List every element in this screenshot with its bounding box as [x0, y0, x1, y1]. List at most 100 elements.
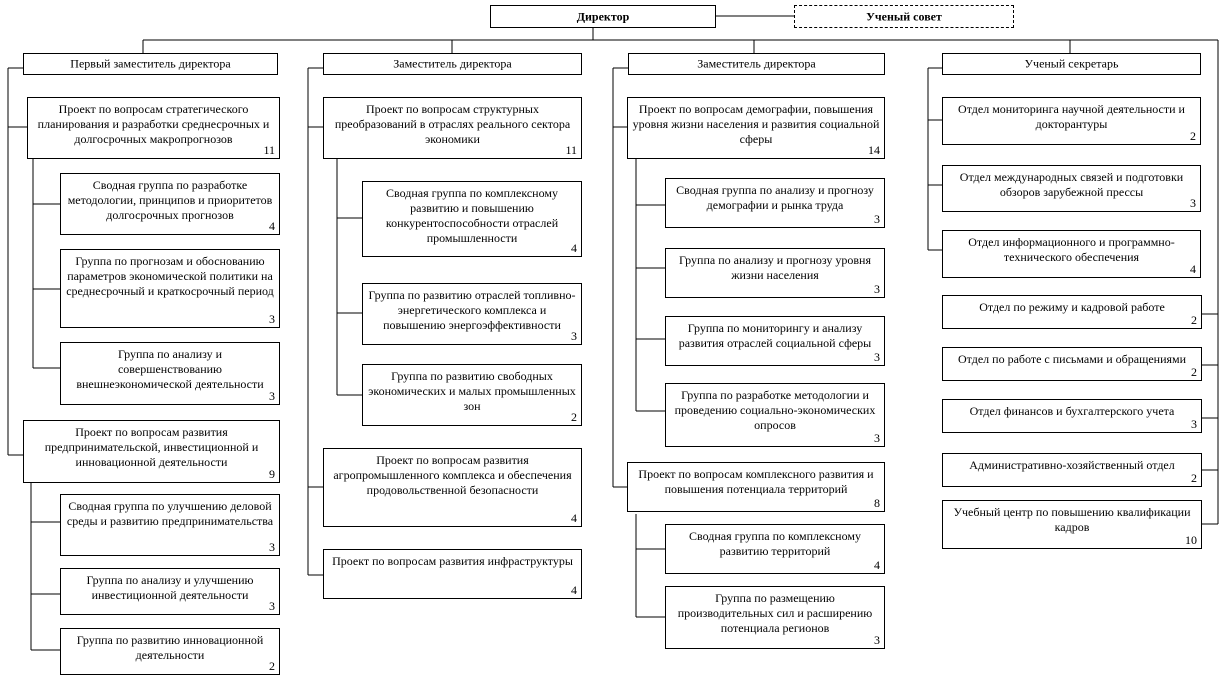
group-industry-competitiveness-box: Сводная группа по комплексному развитию …: [362, 181, 582, 257]
group-socio-economic-surveys-count: 3: [874, 431, 880, 445]
training-center-count: 10: [1185, 533, 1197, 547]
academic-council-box: Ученый совет: [794, 5, 1014, 28]
project-infrastructure-label: Проект по вопросам развития инфраструкту…: [332, 554, 573, 568]
scientific-secretary-box: Ученый секретарь: [942, 53, 1201, 75]
dept-finance-accounting-count: 3: [1191, 417, 1197, 431]
project-demography-box: Проект по вопросам демографии, повышения…: [627, 97, 885, 159]
director-label: Директор: [576, 9, 630, 23]
group-investment-activity-label: Группа по анализу и улучшению инвестицио…: [86, 573, 254, 602]
deputy-director-1-box: Заместитель директора: [323, 53, 582, 75]
dept-international-relations-count: 3: [1190, 196, 1196, 210]
group-business-environment-label: Сводная группа по улучшению деловой сред…: [66, 499, 274, 528]
project-strategic-planning-box: Проект по вопросам стратегического плани…: [27, 97, 280, 159]
group-innovation-activity-count: 2: [269, 659, 275, 673]
dept-regime-personnel-label: Отдел по режиму и кадровой работе: [979, 300, 1165, 314]
group-investment-activity-box: Группа по анализу и улучшению инвестицио…: [60, 568, 280, 615]
group-territorial-development-label: Сводная группа по комплексному развитию …: [689, 529, 861, 558]
project-structural-transformation-label: Проект по вопросам структурных преобразо…: [334, 102, 571, 146]
group-foreign-economic-activity-box: Группа по анализу и совершенствованию вн…: [60, 342, 280, 405]
project-structural-transformation-box: Проект по вопросам структурных преобразо…: [323, 97, 582, 159]
group-innovation-activity-box: Группа по развитию инновационной деятель…: [60, 628, 280, 675]
dept-science-monitoring-box: Отдел мониторинга научной деятельности и…: [942, 97, 1201, 145]
director-box: Директор: [490, 5, 716, 28]
group-socio-economic-surveys-box: Группа по разработке методологии и прове…: [665, 383, 885, 447]
group-economic-policy-forecasts-label: Группа по прогнозам и обоснованию параме…: [66, 254, 274, 298]
group-productive-forces-box: Группа по размещению производительных си…: [665, 586, 885, 649]
dept-finance-accounting-box: Отдел финансов и бухгалтерского учета 3: [942, 399, 1202, 433]
group-free-economic-zones-label: Группа по развитию свободных экономическ…: [368, 369, 576, 413]
training-center-label: Учебный центр по повышению квалификации …: [953, 505, 1191, 534]
group-long-term-methodology-count: 4: [269, 219, 275, 233]
dept-international-relations-label: Отдел международных связей и подготовки …: [959, 170, 1184, 199]
project-demography-label: Проект по вопросам демографии, повышения…: [632, 102, 880, 146]
group-business-environment-count: 3: [269, 540, 275, 554]
project-infrastructure-count: 4: [571, 583, 577, 597]
group-free-economic-zones-count: 2: [571, 410, 577, 424]
dept-international-relations-box: Отдел международных связей и подготовки …: [942, 165, 1201, 212]
project-entrepreneurship-label: Проект по вопросам развития предпринимат…: [44, 425, 259, 469]
group-demography-labor-market-box: Сводная группа по анализу и прогнозу дем…: [665, 178, 885, 228]
group-social-sphere-label: Группа по мониторингу и анализу развития…: [678, 321, 872, 350]
group-territorial-development-count: 4: [874, 558, 880, 572]
group-fuel-energy-complex-box: Группа по развитию отраслей топливно-эне…: [362, 283, 582, 345]
project-agro-industrial-count: 4: [571, 511, 577, 525]
dept-information-technical-count: 4: [1190, 262, 1196, 276]
dept-administrative-economic-count: 2: [1191, 471, 1197, 485]
group-investment-activity-count: 3: [269, 599, 275, 613]
group-productive-forces-count: 3: [874, 633, 880, 647]
dept-regime-personnel-box: Отдел по режиму и кадровой работе 2: [942, 295, 1202, 329]
group-territorial-development-box: Сводная группа по комплексному развитию …: [665, 524, 885, 574]
dept-letters-appeals-box: Отдел по работе с письмами и обращениями…: [942, 347, 1202, 381]
first-deputy-director-box: Первый заместитель директора: [23, 53, 278, 75]
group-economic-policy-forecasts-box: Группа по прогнозам и обоснованию параме…: [60, 249, 280, 328]
group-socio-economic-surveys-label: Группа по разработке методологии и прове…: [674, 388, 876, 432]
group-industry-competitiveness-count: 4: [571, 241, 577, 255]
project-territories-count: 8: [874, 496, 880, 510]
group-living-standards-box: Группа по анализу и прогнозу уровня жизн…: [665, 248, 885, 298]
group-free-economic-zones-box: Группа по развитию свободных экономическ…: [362, 364, 582, 426]
group-innovation-activity-label: Группа по развитию инновационной деятель…: [76, 633, 264, 662]
group-productive-forces-label: Группа по размещению производительных си…: [677, 591, 873, 635]
deputy-director-1-label: Заместитель директора: [393, 56, 512, 71]
dept-letters-appeals-label: Отдел по работе с письмами и обращениями: [957, 352, 1187, 366]
group-industry-competitiveness-label: Сводная группа по комплексному развитию …: [385, 186, 559, 245]
dept-information-technical-label: Отдел информационного и программно-техни…: [968, 235, 1175, 264]
scientific-secretary-label: Ученый секретарь: [1024, 56, 1119, 71]
project-structural-transformation-count: 11: [565, 143, 577, 157]
project-territories-box: Проект по вопросам комплексного развития…: [627, 462, 885, 512]
project-strategic-planning-count: 11: [263, 143, 275, 157]
project-agro-industrial-label: Проект по вопросам развития агропромышле…: [333, 453, 572, 497]
group-living-standards-count: 3: [874, 282, 880, 296]
dept-regime-personnel-count: 2: [1191, 313, 1197, 327]
academic-council-label: Ученый совет: [866, 9, 942, 23]
dept-administrative-economic-label: Административно-хозяйственный отдел: [969, 458, 1175, 472]
deputy-director-2-label: Заместитель директора: [697, 56, 816, 71]
dept-letters-appeals-count: 2: [1191, 365, 1197, 379]
dept-administrative-economic-box: Административно-хозяйственный отдел 2: [942, 453, 1202, 487]
group-demography-labor-market-label: Сводная группа по анализу и прогнозу дем…: [676, 183, 874, 212]
group-economic-policy-forecasts-count: 3: [269, 312, 275, 326]
project-infrastructure-box: Проект по вопросам развития инфраструкту…: [323, 549, 582, 599]
dept-science-monitoring-label: Отдел мониторинга научной деятельности и…: [958, 102, 1185, 131]
first-deputy-director-label: Первый заместитель директора: [70, 56, 231, 71]
project-entrepreneurship-box: Проект по вопросам развития предпринимат…: [23, 420, 280, 483]
dept-information-technical-box: Отдел информационного и программно-техни…: [942, 230, 1201, 278]
project-strategic-planning-label: Проект по вопросам стратегического плани…: [37, 102, 270, 146]
project-demography-count: 14: [868, 143, 880, 157]
group-demography-labor-market-count: 3: [874, 212, 880, 226]
group-business-environment-box: Сводная группа по улучшению деловой сред…: [60, 494, 280, 556]
group-long-term-methodology-box: Сводная группа по разработке методологии…: [60, 173, 280, 235]
group-fuel-energy-complex-count: 3: [571, 329, 577, 343]
group-living-standards-label: Группа по анализу и прогнозу уровня жизн…: [679, 253, 871, 282]
deputy-director-2-box: Заместитель директора: [628, 53, 885, 75]
project-entrepreneurship-count: 9: [269, 467, 275, 481]
training-center-box: Учебный центр по повышению квалификации …: [942, 500, 1202, 549]
group-foreign-economic-activity-count: 3: [269, 389, 275, 403]
group-social-sphere-box: Группа по мониторингу и анализу развития…: [665, 316, 885, 366]
project-territories-label: Проект по вопросам комплексного развития…: [638, 467, 874, 496]
group-foreign-economic-activity-label: Группа по анализу и совершенствованию вн…: [76, 347, 264, 391]
project-agro-industrial-box: Проект по вопросам развития агропромышле…: [323, 448, 582, 527]
group-long-term-methodology-label: Сводная группа по разработке методологии…: [67, 178, 273, 222]
group-social-sphere-count: 3: [874, 350, 880, 364]
